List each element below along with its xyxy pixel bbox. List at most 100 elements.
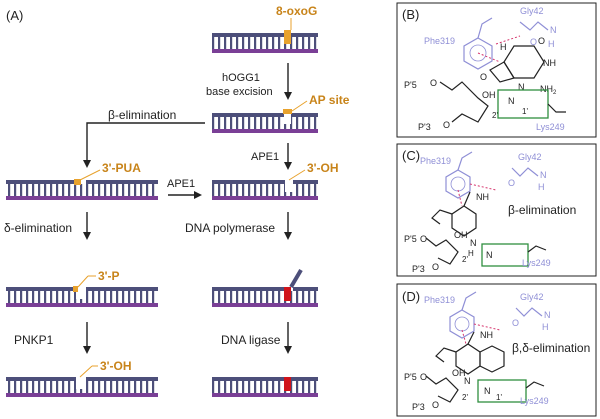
- svg-text:N: N: [540, 170, 547, 180]
- gly42-label-d: Gly42: [520, 292, 544, 302]
- svg-text:H: H: [548, 39, 555, 49]
- dna-duplex-gap-filled: [212, 268, 318, 307]
- panel-a-label: (A): [6, 8, 23, 23]
- beta-elimination-label: β-elimination: [108, 108, 176, 122]
- oxog-purine: [503, 45, 545, 79]
- svg-text:O: O: [530, 37, 537, 47]
- nh2-label: NH2: [540, 84, 557, 96]
- panel-d-label: (D): [402, 289, 420, 304]
- repaired-nucleotide-mark: [284, 377, 291, 391]
- lys249-label-d: Lys249: [520, 396, 549, 406]
- lys249-box-c: [481, 243, 529, 267]
- svg-text:OH: OH: [454, 230, 468, 240]
- delta-elimination-label: δ-elimination: [4, 221, 72, 235]
- svg-text:P'3: P'3: [418, 122, 431, 132]
- svg-text:H: H: [468, 249, 474, 258]
- svg-text:O: O: [508, 178, 515, 188]
- svg-text:O: O: [512, 318, 519, 328]
- svg-text:H: H: [538, 182, 545, 192]
- dna-duplex-repaired: [212, 377, 318, 397]
- svg-text:1': 1': [522, 107, 528, 116]
- sugar-chain-b: [439, 81, 489, 123]
- phe-ring: [463, 37, 493, 70]
- svg-text:O: O: [420, 372, 427, 382]
- phe319-label-c: Phe319: [420, 156, 451, 166]
- svg-text:2': 2': [462, 255, 468, 264]
- polymerase-label: DNA polymerase: [185, 221, 275, 235]
- ape1-arrow-label: APE1: [167, 178, 195, 190]
- lesion-8-oxog-mark: [284, 30, 291, 44]
- svg-text:2': 2': [492, 111, 498, 120]
- svg-text:1': 1': [496, 393, 502, 402]
- lys249-box-d: [477, 379, 527, 403]
- p-label: 3'-P: [98, 269, 120, 283]
- svg-text:NH: NH: [476, 192, 489, 202]
- gly42-label-c: Gly42: [518, 152, 542, 162]
- svg-text:O: O: [432, 400, 439, 410]
- svg-text:OH: OH: [482, 90, 496, 100]
- phosphate-mark: [73, 286, 78, 292]
- dna-duplex-ap-site: [212, 109, 318, 133]
- svg-text:N: N: [518, 82, 525, 92]
- hogg1-label: hOGG1: [222, 72, 260, 84]
- phe319-label-d: Phe319: [424, 295, 455, 305]
- gly42-label: Gly42: [520, 6, 544, 16]
- svg-text:N: N: [470, 238, 477, 248]
- svg-text:NH: NH: [543, 58, 556, 68]
- svg-text:N: N: [508, 96, 515, 106]
- oh-bottom-label: 3'-OH: [100, 359, 132, 373]
- panel-b: (B) Phe319 Gly42 O N H O NH N NH2 O H P'…: [396, 2, 597, 138]
- panel-b-frame: [396, 2, 597, 138]
- pua-label: 3'-PUA: [102, 161, 141, 175]
- beta-delta-title-d: β,δ-elimination: [512, 341, 590, 355]
- svg-text:O: O: [420, 234, 427, 244]
- svg-text:2': 2': [462, 393, 468, 402]
- ape1-top-label: APE1: [251, 151, 279, 163]
- lys249-label-c: Lys249: [522, 258, 551, 268]
- lesion-label: 8-oxoG: [276, 4, 317, 18]
- panel-c-label: (C): [402, 148, 420, 163]
- new-nucleotide-mark: [284, 287, 291, 301]
- ligase-label: DNA ligase: [221, 333, 281, 347]
- svg-text:P'3: P'3: [412, 402, 425, 412]
- svg-text:N: N: [544, 310, 551, 320]
- svg-text:NH: NH: [480, 330, 493, 340]
- svg-text:O: O: [480, 72, 487, 82]
- base-excision-label: base excision: [206, 86, 273, 98]
- lys249-label-b: Lys249: [536, 122, 565, 132]
- panel-c-frame: [396, 143, 597, 277]
- pua-mark: [74, 179, 81, 185]
- svg-text:H: H: [500, 42, 507, 52]
- oh-mid-label: 3'-OH: [307, 161, 339, 175]
- svg-text:P'3: P'3: [412, 264, 425, 274]
- svg-text:OH: OH: [452, 368, 466, 378]
- ap-site-mark: [283, 109, 292, 114]
- dna-duplex-3p: [6, 286, 158, 307]
- svg-text:P'5: P'5: [404, 80, 417, 90]
- svg-text:N: N: [484, 386, 491, 396]
- svg-text:N: N: [550, 25, 557, 35]
- dna-duplex-pua: [6, 179, 158, 200]
- phe319-label: Phe319: [424, 36, 455, 46]
- panel-c: (C) Phe319 Gly42 O N H NH β-elimination …: [396, 143, 597, 277]
- dna-duplex-3oh-mid: [212, 180, 318, 200]
- svg-text:O: O: [443, 120, 450, 130]
- panel-d-frame: [396, 283, 597, 417]
- svg-text:N: N: [464, 376, 471, 386]
- svg-text:N: N: [486, 250, 493, 260]
- panel-d: (D) Phe319 Gly42 O N H NH β,δ-eliminatio…: [396, 283, 597, 417]
- arrow-beta-elimination: [83, 122, 205, 168]
- svg-text:H: H: [542, 322, 549, 332]
- pnkp1-label: PNKP1: [14, 333, 54, 347]
- svg-text:O: O: [538, 36, 545, 46]
- ap-site-label: AP site: [309, 93, 350, 107]
- svg-text:O: O: [432, 262, 439, 272]
- dna-duplex-lesion: [212, 30, 318, 53]
- svg-text:O: O: [430, 78, 437, 88]
- displaced-flap: [289, 268, 303, 289]
- panel-b-label: (B): [402, 7, 419, 22]
- beta-elim-title-c: β-elimination: [508, 203, 576, 217]
- svg-text:P'5: P'5: [404, 234, 417, 244]
- svg-text:P'5: P'5: [404, 372, 417, 382]
